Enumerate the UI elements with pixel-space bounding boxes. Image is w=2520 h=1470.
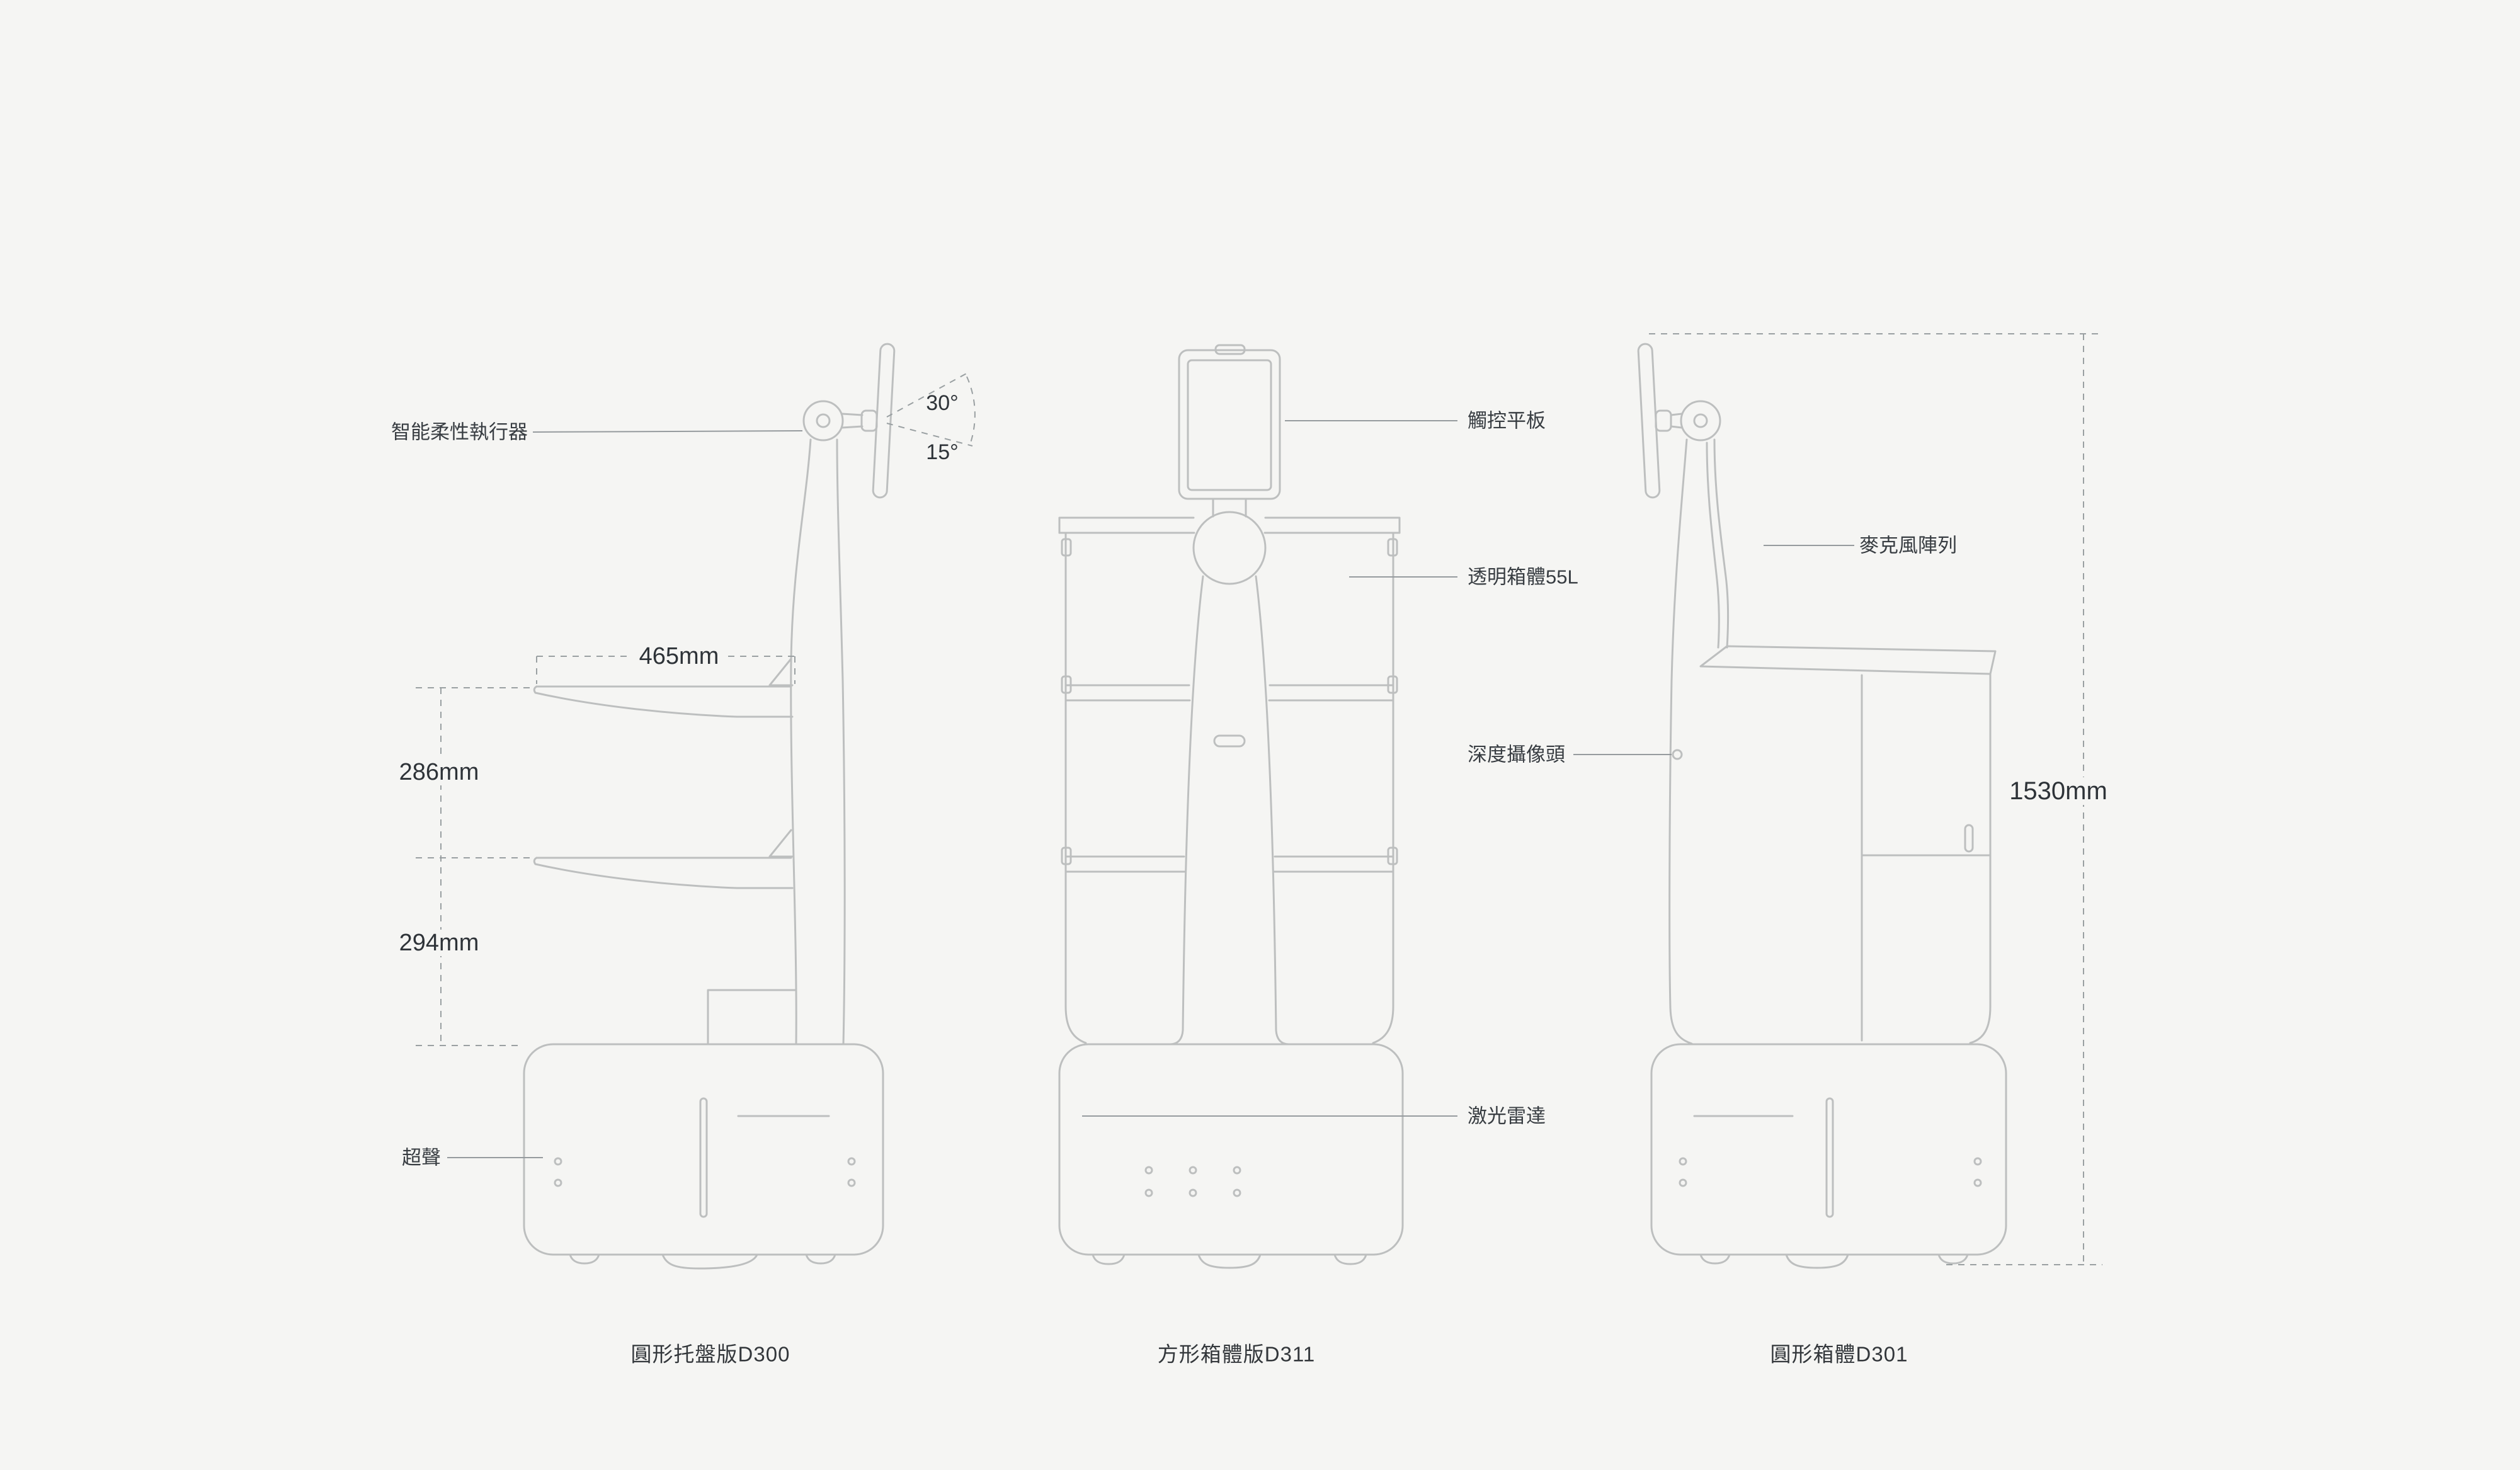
overall-height-label: 1530mm bbox=[2000, 777, 2116, 805]
chassis-base bbox=[1058, 1043, 1404, 1256]
neck-collar bbox=[1192, 511, 1267, 585]
actuator-label: 智能柔性執行器 bbox=[391, 421, 528, 443]
tray-width-label: 465mm bbox=[630, 643, 728, 669]
caption-d311: 方形箱體版D311 bbox=[1157, 1342, 1316, 1366]
mast bbox=[790, 438, 812, 1046]
screen-mount bbox=[1655, 409, 1672, 432]
tablet-label: 觸控平板 bbox=[1468, 409, 1546, 432]
actuator-joint bbox=[1680, 400, 1721, 442]
chassis-base bbox=[523, 1043, 884, 1256]
spine-column bbox=[1169, 575, 1204, 1046]
mast bbox=[1668, 438, 1693, 1045]
ultrasonic-label: 超聲 bbox=[402, 1146, 441, 1169]
depth-camera-slot bbox=[1213, 734, 1246, 748]
depth-camera bbox=[1672, 749, 1683, 760]
dimension-lines bbox=[416, 333, 2102, 1265]
cabinet-top bbox=[1699, 645, 1997, 675]
cabinet-label: 透明箱體55L bbox=[1468, 566, 1578, 588]
lower-shelf-spacing-label: 294mm bbox=[390, 930, 488, 956]
leader-lines bbox=[447, 420, 1854, 1158]
wheels bbox=[1092, 1253, 1126, 1265]
robot-d301-drawing bbox=[1637, 343, 2007, 1269]
tilt-arc bbox=[966, 376, 976, 445]
tilt-up-angle-label: 30° bbox=[926, 391, 959, 415]
actuator-leader bbox=[532, 430, 803, 433]
cabinet-body bbox=[1969, 673, 1992, 1044]
caption-d301: 圓形箱體D301 bbox=[1770, 1342, 1908, 1366]
actuator-joint bbox=[802, 400, 844, 442]
tilt-down-angle-label: 15° bbox=[926, 440, 959, 464]
transparent-cabinet bbox=[1064, 532, 1087, 1044]
wheels bbox=[661, 1253, 758, 1270]
mic-array-label: 麥克風陣列 bbox=[1859, 534, 1957, 557]
upper-shelf-spacing-label: 286mm bbox=[390, 759, 488, 785]
touch-tablet bbox=[1178, 349, 1281, 500]
ultrasonic-sensor bbox=[554, 1157, 562, 1166]
robot-d311-drawing bbox=[1058, 344, 1404, 1269]
depth-camera-label: 深度攝像頭 bbox=[1468, 743, 1565, 766]
chassis-base bbox=[1650, 1043, 2007, 1256]
screen-mount bbox=[860, 409, 878, 432]
caption-d300: 圓形托盤版D300 bbox=[630, 1342, 790, 1366]
lidar-label: 激光雷達 bbox=[1468, 1105, 1546, 1127]
wheels bbox=[1785, 1253, 1849, 1269]
robot-d300-drawing bbox=[523, 343, 896, 1270]
tilt-down-line bbox=[886, 423, 973, 447]
tilt-up-line bbox=[886, 371, 971, 418]
door-handle bbox=[1964, 824, 1974, 853]
